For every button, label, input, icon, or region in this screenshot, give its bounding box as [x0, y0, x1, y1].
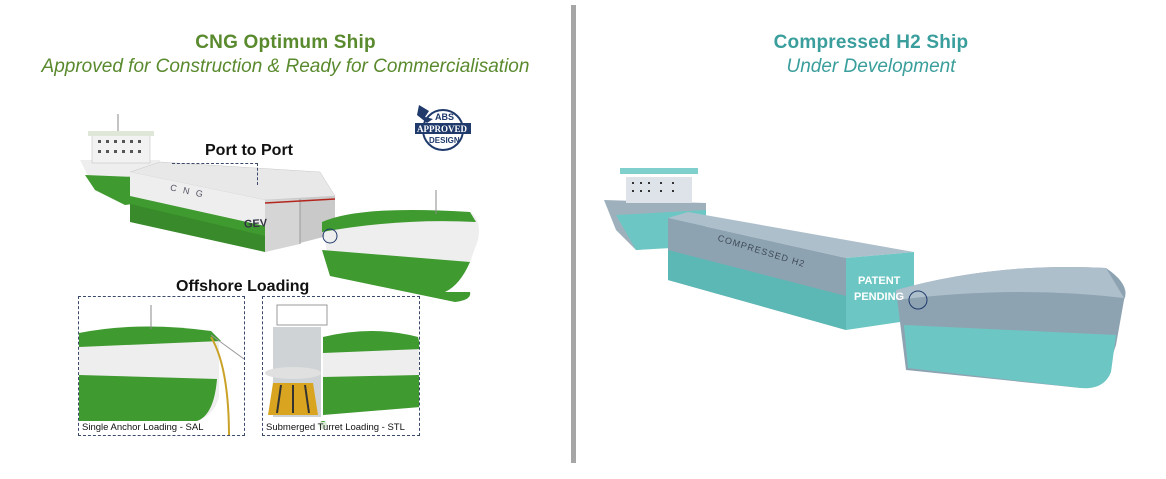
eagle-icon — [417, 105, 433, 123]
inset-stl: Submerged Turret Loading - STL — [262, 296, 420, 436]
cng-ship-title: CNG Optimum Ship — [195, 32, 376, 53]
abs-approved-badge: ABS APPROVED DESIGN — [413, 103, 471, 153]
h2-ship-panel: Compressed H2 Ship Under Development — [576, 0, 1166, 479]
inset-stl-caption: Submerged Turret Loading - STL — [266, 422, 405, 433]
h2-bow-section — [896, 266, 1126, 389]
cng-ship-subtitle: Approved for Construction & Ready for Co… — [41, 56, 530, 77]
patent-pending-line2: PENDING — [854, 291, 905, 303]
badge-line2: APPROVED — [417, 124, 467, 134]
badge-line1: ABS — [435, 112, 455, 122]
patent-pending-line1: PATENT — [858, 275, 901, 287]
badge-line3: DESIGN — [429, 136, 460, 145]
h2-ship-title: Compressed H2 Ship — [773, 32, 969, 53]
port-to-port-dashed-box — [172, 163, 258, 185]
cng-ship-panel: CNG Optimum Ship Approved for Constructi… — [0, 0, 571, 479]
inset-sal-caption: Single Anchor Loading - SAL — [82, 422, 204, 433]
cng-ship-illustration — [80, 114, 479, 302]
panel-divider — [571, 5, 576, 463]
offshore-loading-label: Offshore Loading — [176, 278, 310, 295]
cng-cargo-section — [129, 161, 336, 252]
h2-cargo-section — [668, 212, 914, 330]
h2-ship-illustration — [604, 168, 1126, 389]
port-to-port-label: Port to Port — [205, 142, 293, 159]
inset-sal: Single Anchor Loading - SAL — [78, 296, 245, 436]
hull-text-gev: GEV — [243, 217, 268, 231]
cng-bow-section — [322, 190, 479, 302]
h2-ship-subtitle: Under Development — [786, 56, 956, 77]
